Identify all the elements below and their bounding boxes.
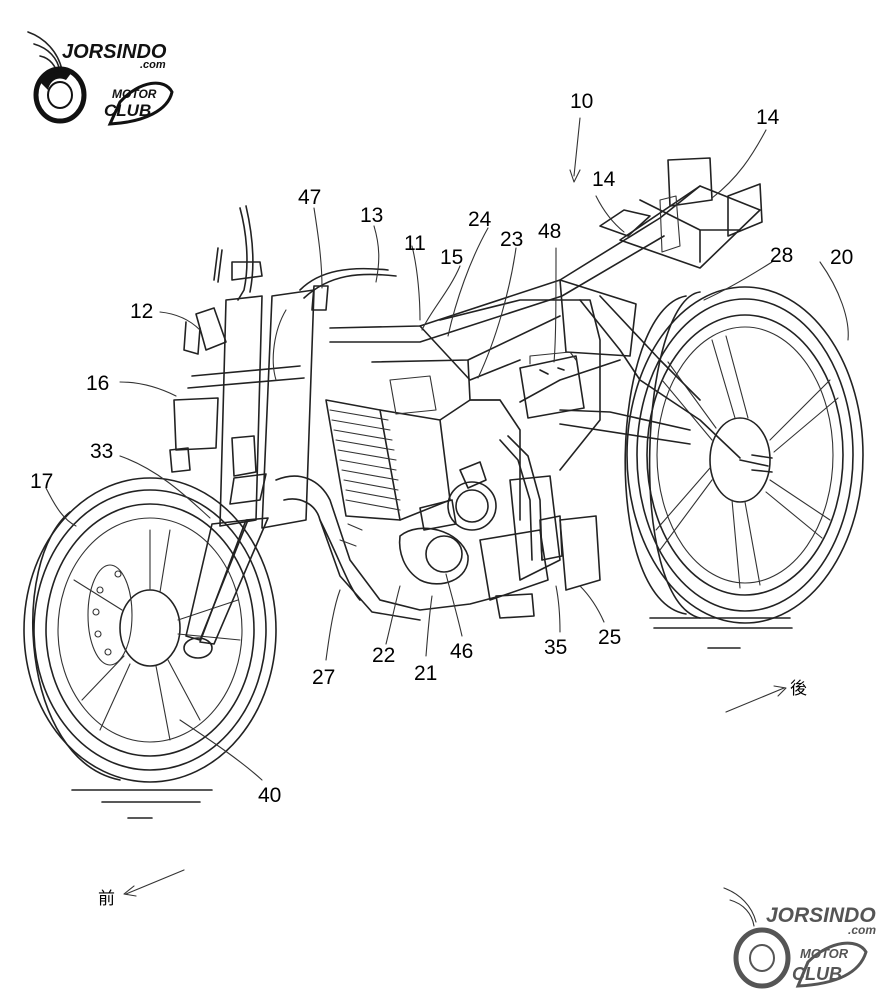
- ref-46: 46: [450, 640, 473, 663]
- logo-brand: JORSINDO: [62, 41, 167, 63]
- ref-16: 16: [86, 372, 109, 395]
- logo-club-line1: MOTOR: [800, 946, 849, 961]
- ref-12: 12: [130, 300, 153, 323]
- gearbox: [559, 515, 601, 591]
- battery-box: [559, 279, 637, 357]
- brake-disc: [87, 564, 133, 666]
- ref-11: 11: [404, 232, 426, 255]
- front-hub: [119, 589, 181, 667]
- ref-13: 13: [360, 204, 383, 227]
- ref-48: 48: [538, 220, 561, 243]
- ref-14-b: 14: [592, 168, 616, 191]
- ref-23: 23: [500, 228, 523, 251]
- logo-club-line2: CLUB: [104, 101, 151, 120]
- seat-rail: [619, 185, 761, 269]
- ref-22: 22: [372, 644, 395, 667]
- ref-15: 15: [440, 246, 463, 269]
- ref-35: 35: [544, 636, 567, 659]
- jorsindo-logo-top: JORSINDO .com MOTOR CLUB: [27, 31, 174, 126]
- ref-17: 17: [30, 470, 53, 493]
- ref-40: 40: [258, 784, 281, 807]
- ref-27: 27: [312, 666, 335, 689]
- ref-47: 47: [298, 186, 321, 209]
- ref-25: 25: [598, 626, 621, 649]
- ref-10: 10: [570, 90, 593, 113]
- logo-brand: JORSINDO: [766, 904, 876, 927]
- ref-24: 24: [468, 208, 492, 231]
- ref-28: 28: [770, 244, 793, 267]
- leader-lines: [45, 117, 849, 781]
- rear-label: 後: [790, 679, 807, 699]
- engine: [275, 375, 601, 621]
- frame: [329, 157, 763, 471]
- radiator: [325, 399, 401, 521]
- rear-wheel: [624, 286, 864, 649]
- rear-hub: [709, 417, 771, 503]
- control-unit: [519, 355, 585, 419]
- ref-21: 21: [414, 662, 437, 685]
- wing-icon: [723, 887, 757, 927]
- rear-direction: 後: [725, 679, 807, 713]
- tire-icon: [733, 927, 791, 989]
- front-fork: [169, 205, 397, 659]
- logo-club-line1: MOTOR: [112, 87, 157, 101]
- jorsindo-logo-bottom: JORSINDO .com MOTOR CLUB: [723, 887, 876, 989]
- arrow-front-icon: [125, 869, 185, 895]
- front-direction: 前: [98, 869, 185, 909]
- tire-icon: [33, 66, 87, 124]
- reference-numerals: 10 14 14 20 28 47 13 11 24 23 48 15 12 1…: [30, 90, 853, 807]
- headlight-bracket: [195, 307, 227, 351]
- logo-club-line2: CLUB: [792, 964, 842, 984]
- ref-20: 20: [830, 246, 853, 269]
- front-label: 前: [98, 889, 115, 909]
- front-wheel: [23, 477, 277, 819]
- logo-domain: .com: [140, 59, 166, 71]
- ref-33: 33: [90, 440, 113, 463]
- ref-14-a: 14: [756, 106, 780, 129]
- logo-domain: .com: [848, 923, 876, 937]
- arrow-rear-icon: [725, 687, 785, 713]
